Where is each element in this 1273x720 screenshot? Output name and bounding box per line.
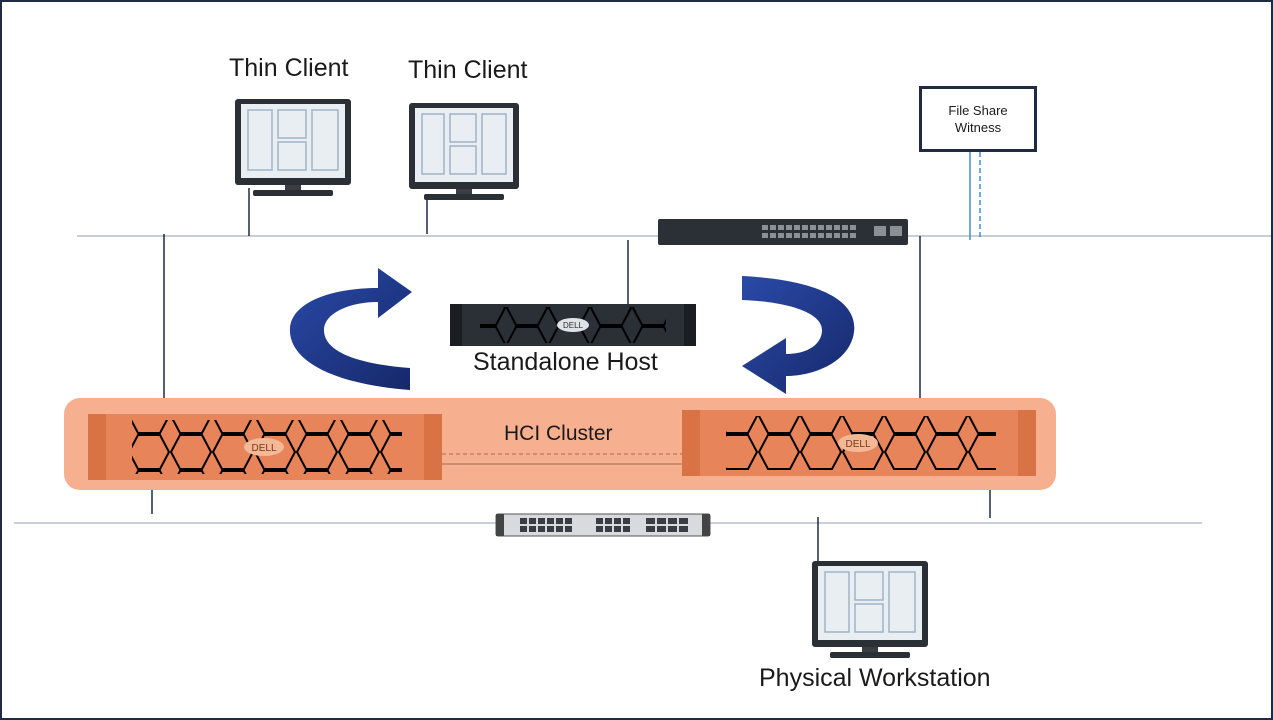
physical-workstation-label: Physical Workstation: [759, 664, 991, 692]
bottom-network-switch-icon: [495, 513, 711, 537]
svg-text:DELL: DELL: [845, 439, 870, 450]
standalone-host-label: Standalone Host: [473, 348, 658, 376]
file-share-witness-label: File Share Witness: [948, 103, 1008, 135]
witness-link: [969, 152, 981, 240]
hci-cluster-label: HCI Cluster: [504, 422, 613, 445]
hci-server-left-icon: DELL: [88, 414, 442, 480]
svg-text:DELL: DELL: [251, 443, 276, 454]
thin-client-2-monitor-icon: [409, 103, 519, 200]
connector-lines: [151, 188, 991, 567]
svg-text:DELL: DELL: [563, 321, 584, 330]
file-share-witness-box: File Share Witness: [919, 86, 1037, 152]
thin-client-2-label: Thin Client: [408, 56, 528, 84]
standalone-host-server-icon: DELL: [450, 304, 696, 346]
top-network-switch-icon: [658, 219, 908, 245]
hci-server-right-icon: DELL: [682, 410, 1036, 476]
migrate-arrow-left-icon: [289, 268, 412, 390]
thin-client-1-monitor-icon: [235, 99, 351, 196]
migrate-arrow-right-icon: [742, 276, 855, 394]
physical-workstation-monitor-icon: [812, 561, 928, 658]
cluster-interconnect: [442, 453, 682, 465]
thin-client-1-label: Thin Client: [229, 54, 349, 82]
